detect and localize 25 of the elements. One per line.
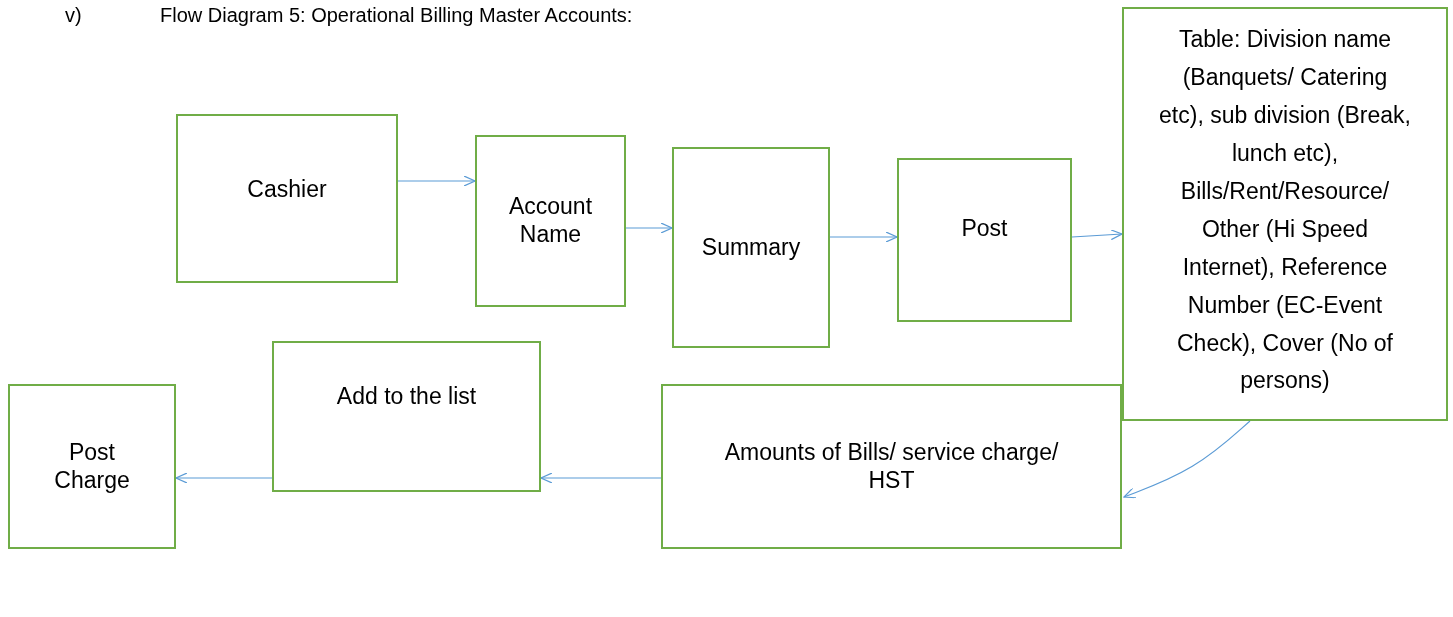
process-box <box>672 147 830 348</box>
node-text: Cashier <box>247 176 327 204</box>
process-box <box>661 384 1122 549</box>
arrow <box>625 222 673 234</box>
table-description-box <box>1122 7 1448 421</box>
arrow <box>540 472 662 484</box>
process-box <box>176 114 398 283</box>
node-text: Amounts of Bills/ service charge/ HST <box>723 438 1060 495</box>
node-text: Account Name <box>507 193 594 249</box>
process-box <box>475 135 626 307</box>
node-text: Add to the list <box>336 383 477 411</box>
process-box <box>897 158 1072 322</box>
node-text: Post <box>961 215 1008 243</box>
process-box <box>8 384 176 549</box>
arrow <box>1071 229 1123 241</box>
node-text: Summary <box>701 233 801 262</box>
arrow <box>1123 420 1251 499</box>
arrow <box>175 472 273 484</box>
node-text: Post Charge <box>53 438 131 495</box>
arrow <box>397 175 476 187</box>
list-marker: v) <box>65 4 82 27</box>
arrow <box>829 231 898 243</box>
node-text: Table: Division name (Banquets/ Catering etc), sub division (Break, lunch etc), Bills/Rent/Resource/ Other (Hi Speed Internet), Reference Number (EC-Event Check), Cover (No of persons) <box>1158 25 1412 396</box>
process-box <box>272 341 541 492</box>
diagram-title: Flow Diagram 5: Operational Billing Master Accounts: <box>160 4 633 27</box>
